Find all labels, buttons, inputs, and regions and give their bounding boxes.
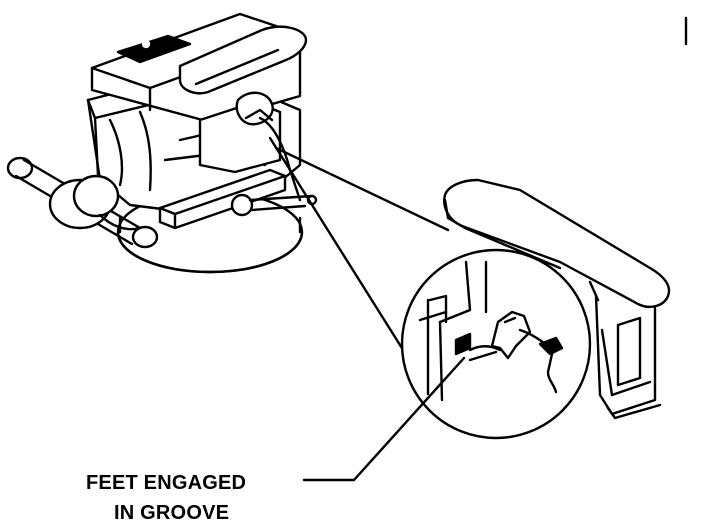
detail-jaw-view: [443, 178, 671, 420]
movable-jaw: [198, 91, 302, 202]
magnify-circle: [400, 248, 592, 440]
callout-label: FEET ENGAGED IN GROOVE: [86, 468, 286, 528]
callout-leader: [302, 356, 466, 482]
slide-bar: [158, 168, 318, 230]
vise-handle: [6, 156, 159, 249]
callout-line-2: IN GROOVE: [114, 502, 230, 524]
callout-line-1: FEET ENGAGED: [86, 472, 247, 494]
